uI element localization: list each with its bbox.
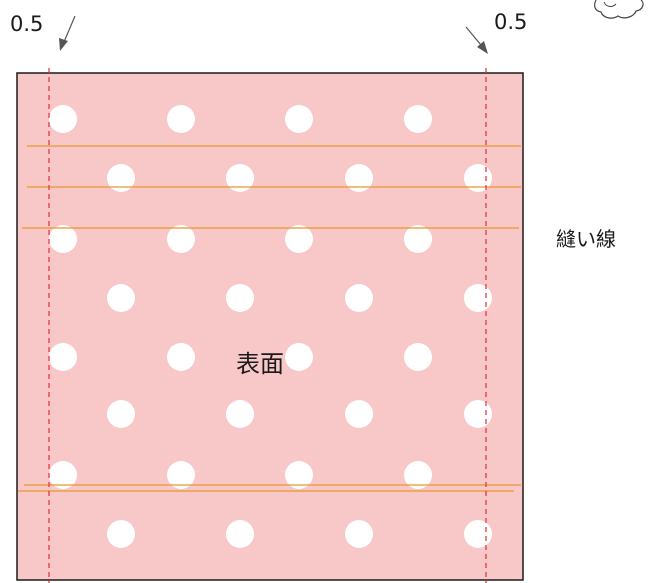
polka-dot-28 [404, 461, 432, 489]
polka-dot-31 [345, 520, 373, 548]
polka-dot-18 [167, 343, 195, 371]
polka-dot-8 [464, 164, 492, 192]
polka-dot-3 [285, 105, 313, 133]
polka-dot-32 [464, 520, 492, 548]
polka-dot-9 [49, 225, 77, 253]
polka-dot-17 [49, 343, 77, 371]
stitch-lines-group [18, 145, 521, 492]
arrow-right-head [477, 41, 488, 54]
polka-dot-23 [345, 400, 373, 428]
polka-dot-19 [285, 343, 313, 371]
cloud-doodle-detail [603, 1, 617, 7]
polka-dot-7 [345, 164, 373, 192]
polka-dot-14 [226, 284, 254, 312]
polka-dot-20 [404, 343, 432, 371]
polka-dot-12 [404, 225, 432, 253]
fabric-face-label: 表面 [236, 350, 284, 378]
polka-dot-10 [167, 225, 195, 253]
fabric-panel [16, 72, 524, 581]
arrow-left-head [59, 38, 68, 51]
polka-dot-4 [404, 105, 432, 133]
fabric-border [16, 72, 524, 581]
polka-dot-2 [167, 105, 195, 133]
polka-dot-26 [167, 461, 195, 489]
polka-dot-15 [345, 284, 373, 312]
polka-dot-27 [285, 461, 313, 489]
polka-dot-13 [107, 284, 135, 312]
polka-dot-29 [107, 520, 135, 548]
seam-allowance-left-label: 0.5 [10, 12, 43, 36]
arrows [59, 15, 488, 54]
arrow-right-shaft [465, 26, 482, 46]
polka-dot-16 [464, 284, 492, 312]
polka-dot-5 [107, 164, 135, 192]
polka-dot-22 [226, 400, 254, 428]
seam-allowance-right-label: 0.5 [494, 10, 527, 34]
seam-allowance-guides [48, 68, 487, 583]
polka-dot-1 [49, 105, 77, 133]
polka-dot-24 [464, 400, 492, 428]
polka-dot-21 [107, 400, 135, 428]
polka-dot-25 [49, 461, 77, 489]
stitch-lines-label: 縫い線 [556, 227, 616, 251]
fabric-background [17, 73, 523, 580]
polka-dots [49, 105, 492, 548]
polka-dot-11 [285, 225, 313, 253]
cloud-doodle-icon [594, 0, 644, 19]
polka-dot-6 [226, 164, 254, 192]
arrow-left-shaft [63, 15, 76, 43]
polka-dot-30 [226, 520, 254, 548]
